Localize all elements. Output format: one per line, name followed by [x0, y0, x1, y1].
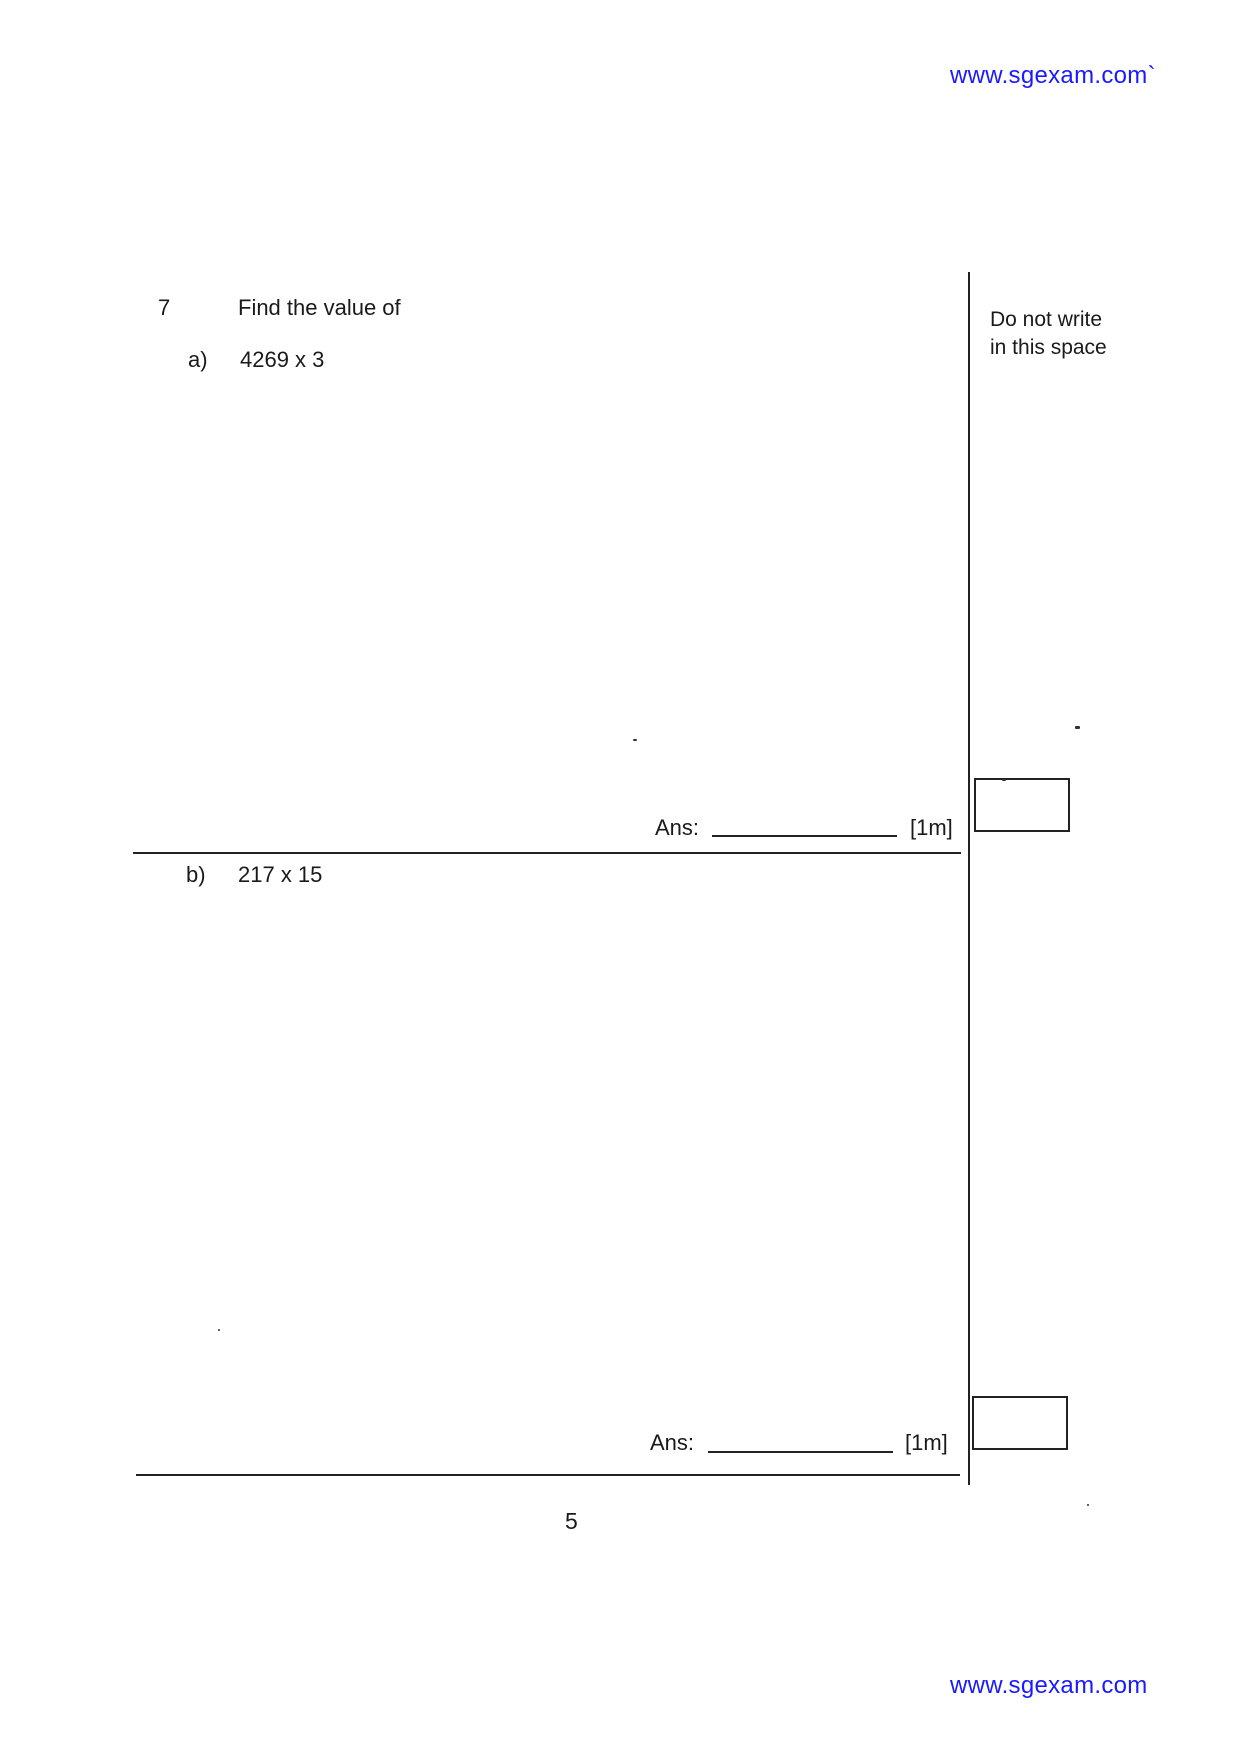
header-site-link[interactable]: www.sgexam.com` [950, 62, 1156, 89]
part-a-label: a) [188, 347, 208, 372]
scan-speck [1087, 1504, 1089, 1506]
part-b-expression: 217 x 15 [238, 862, 323, 887]
margin-note-line1: Do not write [990, 308, 1103, 331]
scan-speck [218, 1329, 220, 1331]
question-number: 7 [158, 295, 171, 320]
part-a-marks: [1m] [910, 815, 953, 840]
part-b-label: b) [186, 862, 206, 887]
page-number: 5 [565, 1508, 578, 1534]
part-b-ans-label: Ans: [650, 1430, 695, 1455]
part-a-answer-line[interactable] [712, 835, 897, 837]
part-a-score-box[interactable] [974, 778, 1070, 832]
margin-note: Do not write in this space [990, 306, 1107, 362]
margin-note-line2: in this space [990, 336, 1107, 359]
part-a-ans-label: Ans: [655, 815, 700, 840]
part-a-expression: 4269 x 3 [240, 347, 325, 372]
part-b-answer-line[interactable] [708, 1451, 893, 1453]
part-divider [133, 852, 961, 854]
margin-divider [968, 272, 970, 1485]
scan-speck [1002, 779, 1006, 781]
part-b-marks: [1m] [905, 1430, 948, 1455]
question-prompt: Find the value of [238, 295, 401, 320]
bottom-rule [136, 1474, 960, 1476]
scan-speck [633, 739, 637, 741]
footer-site-link[interactable]: www.sgexam.com [950, 1672, 1148, 1699]
part-b-score-box[interactable] [972, 1396, 1068, 1450]
scan-speck [1075, 726, 1080, 729]
